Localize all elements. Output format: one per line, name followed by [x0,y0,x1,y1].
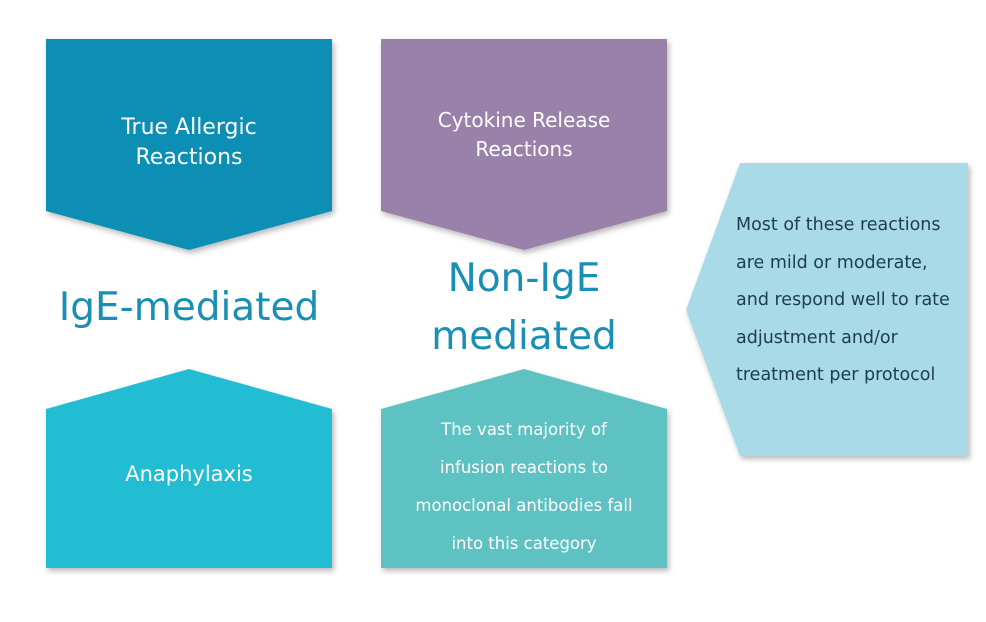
callout-line: are mild or moderate, [736,252,928,273]
heading-line: mediated [431,314,617,359]
label-line: True Allergic [121,115,257,140]
cytokine-release-reactions-label: Cytokine Release Reactions [381,95,667,175]
true-allergic-reactions-label: True Allergic Reactions [46,103,332,183]
label-line: monoclonal antibodies fall [415,496,633,515]
label-line: infusion reactions to [439,458,609,477]
anaphylaxis-shape [46,369,332,568]
callout-shape [686,163,968,456]
callout-text: Most of these reactions are mild or mode… [736,207,968,395]
label-line: Reactions [135,145,243,170]
callout-line: Most of these reactions [736,215,941,235]
heading-line: Non-IgE [447,256,601,301]
cytokine-release-reactions-shape [381,39,667,250]
label-line: Cytokine Release [437,108,611,132]
label-line: The vast majority of [441,420,607,439]
anaphylaxis-label: Anaphylaxis [46,452,332,496]
label-line: into this category [451,534,597,553]
true-allergic-reactions-shape [46,39,332,250]
vast-majority-shape [381,369,667,568]
vast-majority-label: The vast majority of infusion reactions … [381,411,667,563]
label-line: Reactions [475,137,573,161]
non-ige-mediated-heading: Non-IgE mediated [381,250,667,366]
label-line: Anaphylaxis [125,462,253,486]
ige-mediated-heading: IgE-mediated [46,282,332,334]
callout-line: treatment per protocol [736,365,936,385]
callout-line: adjustment and/or [736,327,898,348]
heading-line: IgE-mediated [58,285,320,330]
callout-line: and respond well to rate [736,290,950,310]
